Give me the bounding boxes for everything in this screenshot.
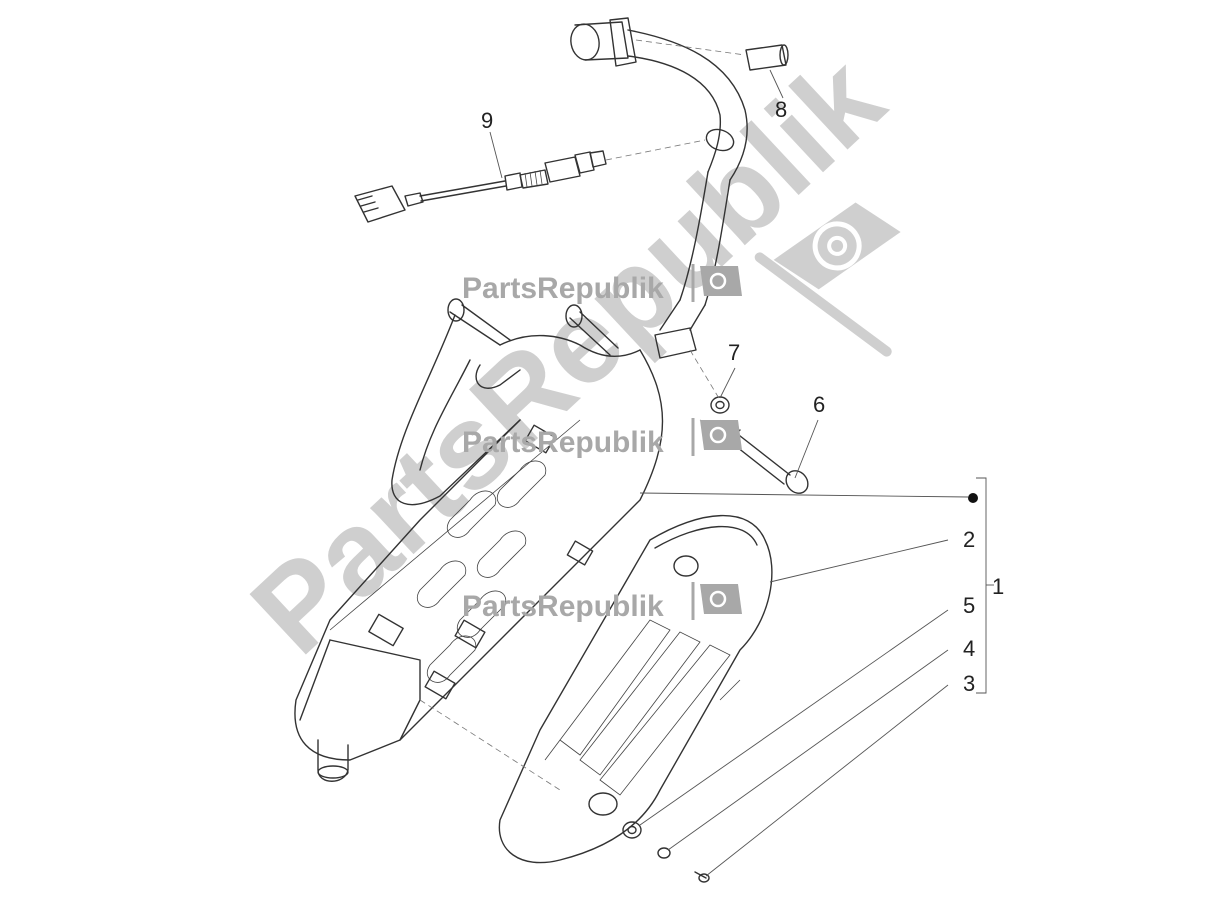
watermark-logo-3: PartsRepublik	[462, 582, 742, 623]
callout-3: 3	[963, 671, 975, 696]
oxygen-sensor	[354, 150, 607, 223]
watermark-logo-1: PartsRepublik	[462, 264, 742, 305]
callout-4: 4	[963, 636, 975, 661]
watermark-large-text: PartsRepublik	[226, 31, 908, 679]
exhaust-header-pipe	[570, 17, 748, 359]
assembly-bullet	[968, 493, 978, 503]
leader-lines	[489, 69, 994, 877]
watermark-logo-text: PartsRepublik	[462, 272, 664, 305]
callout-2: 2	[963, 527, 975, 552]
muffler-heat-guard	[498, 514, 773, 864]
watermark-logo-2: PartsRepublik	[462, 418, 742, 459]
callout-8: 8	[775, 97, 787, 122]
callout-9: 9	[481, 108, 493, 133]
watermark-logo-text: PartsRepublik	[462, 426, 664, 459]
callout-labels: 1 2 3 4 5 6 7 8 9	[481, 97, 1004, 696]
watermark-gear-icon	[700, 420, 742, 450]
watermark-large: PartsRepublik	[226, 31, 908, 679]
callout-6: 6	[813, 392, 825, 417]
screw-item-3	[694, 871, 710, 883]
muffler-body	[294, 298, 664, 782]
washer-item-7	[710, 396, 730, 414]
callout-5: 5	[963, 593, 975, 618]
watermark-large-flag-gear-icon	[754, 202, 901, 357]
watermark-gear-icon	[700, 266, 742, 296]
callout-1: 1	[992, 574, 1004, 599]
watermark-logo-text: PartsRepublik	[462, 590, 664, 623]
callout-7: 7	[728, 340, 740, 365]
rubber-grommet-item-5	[622, 821, 642, 839]
watermark-gear-icon	[700, 584, 742, 614]
spacer-sleeve	[745, 44, 789, 71]
washer-item-4	[657, 847, 671, 859]
